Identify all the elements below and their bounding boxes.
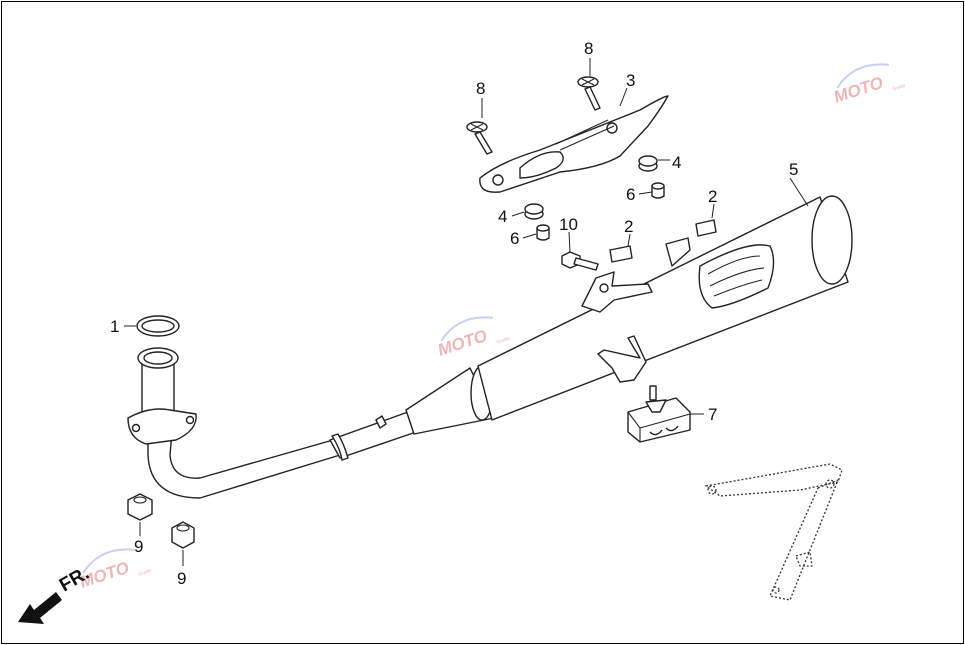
callout-4-upper: 4 <box>672 153 681 172</box>
screw-8-right <box>577 76 601 111</box>
watermark-top-right: MOTO Guide <box>831 63 907 107</box>
front-direction-arrow: FR. <box>18 563 93 624</box>
callout-2-lower: 2 <box>624 217 633 236</box>
muffler-assembly <box>147 195 853 499</box>
svg-text:MOTO: MOTO <box>435 326 489 360</box>
gasket-1 <box>136 315 180 337</box>
exhaust-flange <box>127 347 197 445</box>
callout-2-upper: 2 <box>708 187 717 206</box>
callout-4-lower: 4 <box>498 207 507 226</box>
callout-6-lower: 6 <box>510 229 519 248</box>
screw-8-left <box>466 121 493 155</box>
nut-9-right <box>171 521 195 549</box>
clip-2-lower <box>609 245 633 263</box>
svg-text:Guide: Guide <box>496 336 511 346</box>
heat-shield <box>479 95 669 193</box>
collar-6-upper <box>651 182 665 199</box>
nut-9-left <box>127 493 153 521</box>
callout-9-left: 9 <box>134 537 143 556</box>
callout-3: 3 <box>626 71 635 90</box>
bolt-10 <box>561 251 599 271</box>
callout-9-right: 9 <box>177 569 186 588</box>
callout-1: 1 <box>110 317 119 336</box>
svg-text:MOTO: MOTO <box>831 73 885 107</box>
svg-text:Guide: Guide <box>892 83 907 93</box>
grommet-4-upper <box>638 155 658 172</box>
grommet-4-lower <box>524 203 544 220</box>
rubber-mount-7 <box>627 385 691 443</box>
svg-text:Guide: Guide <box>138 568 153 578</box>
callout-labels: 1 2 2 3 4 4 5 6 6 7 8 8 9 9 10 <box>110 39 798 588</box>
leader-lines <box>124 58 809 566</box>
callout-5: 5 <box>789 160 798 179</box>
callout-6-upper: 6 <box>626 185 635 204</box>
clip-2-upper <box>695 219 717 237</box>
reference-bracket-dashed <box>704 463 843 601</box>
callout-10: 10 <box>559 215 578 234</box>
callout-8-right: 8 <box>584 39 593 58</box>
collar-6-lower <box>536 224 550 241</box>
callout-7: 7 <box>708 405 717 424</box>
callout-8-left: 8 <box>476 79 485 98</box>
